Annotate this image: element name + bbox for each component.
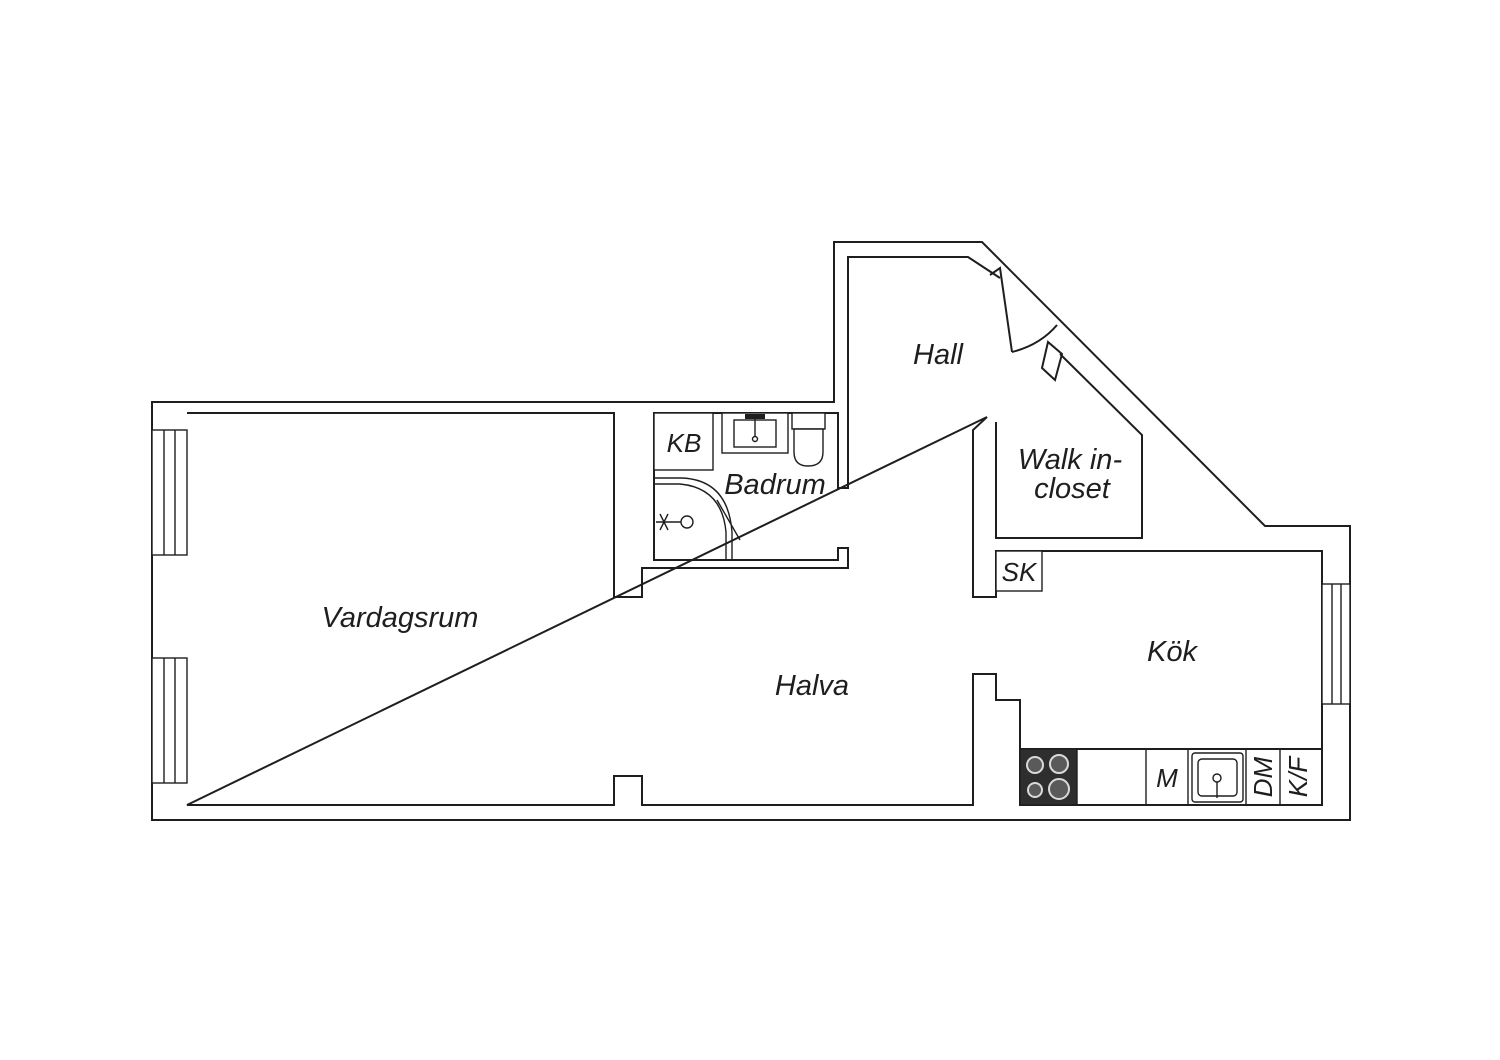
room-label-kok: Kök [1147,636,1198,668]
room-label-halva: Halva [775,670,849,702]
sink-icon [1191,752,1244,803]
fixture-label-sk: SK [1002,557,1038,587]
room-label-vardagsrum: Vardagsrum [322,602,479,634]
room-label-walk-in-line2: closet [1034,473,1112,505]
room-label-badrum: Badrum [724,469,826,501]
shower-icon [654,477,741,560]
outer-walls [151,241,1351,821]
washbasin-icon [721,412,789,454]
window-left-bottom-icon [151,657,188,784]
stove-icon [1019,748,1078,806]
fixture-label-kb: KB [667,428,702,458]
window-left-top-icon [151,429,188,556]
sk-cabinet [995,550,1043,592]
window-right-icon [1321,583,1351,705]
room-label-hall: Hall [913,339,965,371]
fixture-label-dm: DM [1248,756,1278,797]
entrance-door-icon [989,266,1064,382]
room-label-walk-in-line1: Walk in- [1018,444,1122,476]
fixture-label-kf: K/F [1283,755,1313,798]
toilet-icon [791,412,826,467]
fixture-label-m: M [1156,763,1178,793]
kb-cabinet [653,412,714,471]
